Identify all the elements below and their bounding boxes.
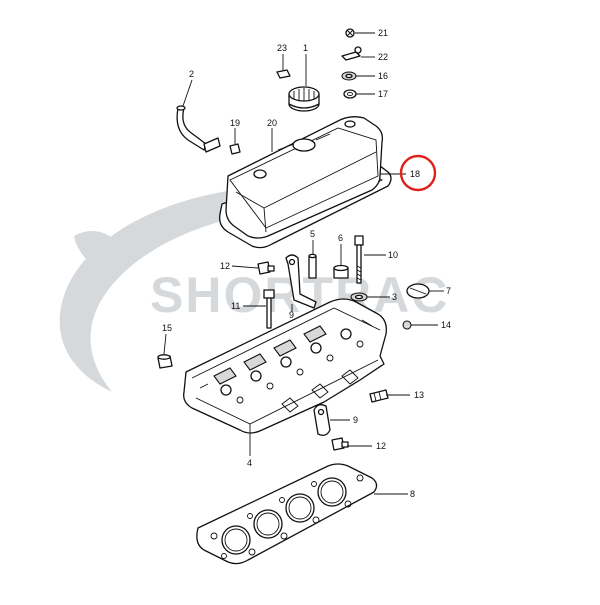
label-20: 20 — [267, 118, 277, 128]
label-8: 8 — [410, 489, 415, 499]
leader-lines — [163, 32, 444, 495]
label-7: 7 — [446, 286, 451, 296]
label-3: 3 — [392, 292, 397, 302]
bolt-part-12b — [331, 437, 349, 451]
label-12-lower: 12 — [376, 441, 386, 451]
engine-hanger-part-9a — [285, 254, 317, 309]
cap-nut-part-6 — [333, 264, 349, 279]
plug-part-14 — [402, 320, 412, 330]
part-labels: 1 2 3 4 5 6 7 8 9 9 10 11 12 12 13 14 15… — [162, 28, 451, 499]
label-10: 10 — [388, 250, 398, 260]
cylinder-head-part — [183, 298, 387, 436]
valve-cover-part — [225, 116, 384, 239]
label-22: 22 — [378, 52, 388, 62]
label-13: 13 — [414, 390, 424, 400]
bolt-part-12a — [257, 261, 275, 275]
label-9-upper: 9 — [289, 310, 294, 320]
label-19: 19 — [230, 118, 240, 128]
plug-cap-part — [406, 283, 430, 299]
label-14: 14 — [441, 320, 451, 330]
stud-bolt-part — [308, 253, 317, 279]
label-6: 6 — [338, 233, 343, 243]
label-21: 21 — [378, 28, 388, 38]
watermark-swoosh-icon — [59, 187, 352, 392]
seal-ring-part — [343, 89, 357, 99]
label-23: 23 — [277, 43, 287, 53]
watermark-hook-icon — [74, 231, 120, 268]
long-bolt-part — [354, 235, 364, 284]
plug-part-15 — [157, 354, 173, 369]
hose-clip-part — [229, 143, 241, 155]
bracket-clip-part — [341, 51, 361, 61]
oil-filler-port — [292, 138, 316, 152]
label-4: 4 — [247, 458, 252, 468]
label-1: 1 — [303, 43, 308, 53]
highlight-circle-part-18 — [399, 154, 437, 192]
bolt-part-11 — [263, 289, 275, 329]
label-11: 11 — [231, 301, 240, 311]
head-gasket-part — [196, 463, 378, 565]
washer-part — [341, 71, 357, 81]
plate-part — [276, 69, 291, 79]
breather-hose-part — [176, 107, 207, 151]
label-15: 15 — [162, 323, 172, 333]
washer-part-3 — [350, 292, 368, 302]
cap-nut-part — [345, 28, 355, 38]
label-17: 17 — [378, 89, 388, 99]
label-9-lower: 9 — [353, 415, 358, 425]
label-5: 5 — [310, 229, 315, 239]
stud-part-13 — [369, 389, 389, 403]
oil-filler-cap-part — [288, 86, 320, 112]
label-2: 2 — [189, 69, 194, 79]
label-16: 16 — [378, 71, 388, 81]
label-12-upper: 12 — [220, 261, 230, 271]
label-18: 18 — [410, 169, 420, 179]
